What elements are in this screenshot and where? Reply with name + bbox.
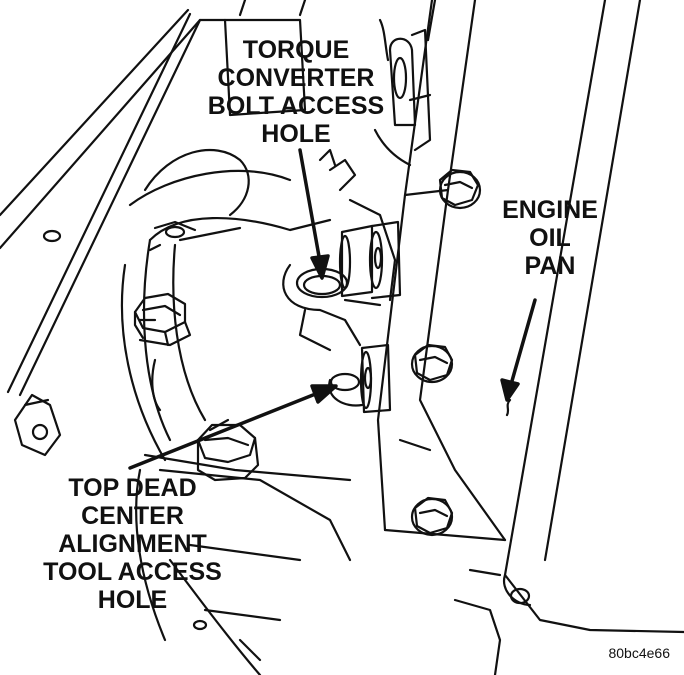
label-line: ALIGNMENT [58,530,207,558]
label-engine-oil-pan: ENGINE OIL PAN [490,196,610,280]
leader-torque-converter [298,148,330,280]
upper-housing [128,0,307,217]
rail-bolt-top [438,168,482,210]
label-line: CENTER [81,502,184,530]
label-line: TOOL ACCESS [43,558,222,586]
label-line: BOLT ACCESS [207,92,385,120]
leader-top-dead-center [128,384,338,470]
upper-studs [338,220,402,300]
center-web [282,148,397,352]
label-line: PAN [524,252,576,280]
left-bolt [133,292,192,347]
label-line: OIL [529,224,571,252]
bottom-bolt [196,418,260,482]
label-line: HOLE [261,120,331,148]
label-line: CONVERTER [217,64,375,92]
rail-bolt-bottom [410,496,454,537]
rail-bolt-middle [410,343,454,384]
label-line: ENGINE [502,196,598,224]
left-panel [0,8,227,457]
label-top-dead-center: TOP DEAD CENTER ALIGNMENT TOOL ACCESS HO… [20,474,245,614]
figure-code: 80bc4e66 [608,645,670,661]
label-torque-converter: TORQUE CONVERTER BOLT ACCESS HOLE [196,36,396,148]
label-line: HOLE [97,586,168,614]
label-line: TORQUE [242,36,350,64]
leader-oil-pan [500,298,537,402]
oil-pan-body [453,0,684,675]
bell-housing [120,216,352,675]
upper-bracket [373,18,432,167]
oil-pan-rail [376,0,507,542]
label-line: TOP DEAD [68,474,197,502]
